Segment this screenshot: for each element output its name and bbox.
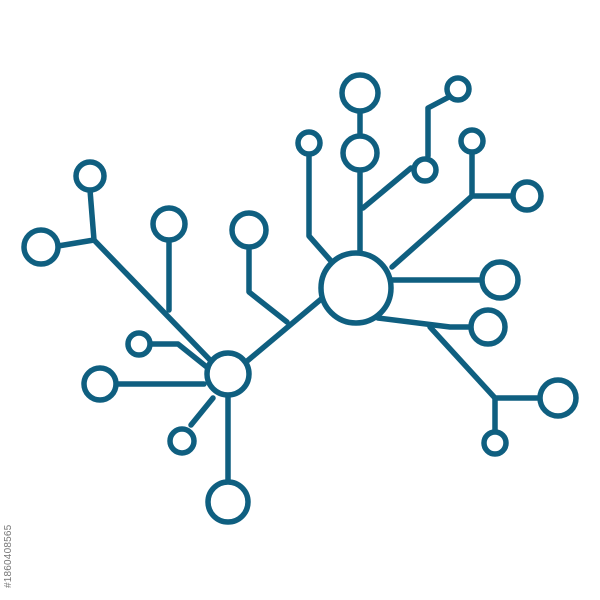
node-circle [479, 259, 521, 301]
node-circle [340, 133, 380, 173]
node-circle [468, 307, 508, 347]
connector-line [425, 94, 452, 159]
node-circle [205, 479, 251, 525]
node-circle [481, 429, 509, 457]
hub-medium [204, 350, 252, 398]
node-circle [21, 227, 61, 267]
node-circle [229, 210, 269, 250]
node-circle [444, 75, 472, 103]
node-circle [125, 330, 153, 358]
connector-line [389, 193, 475, 270]
node-circle [339, 72, 381, 114]
connector-line [469, 151, 516, 199]
connector-line [375, 315, 473, 330]
connector-line [306, 151, 334, 264]
connector-line [188, 395, 216, 428]
node-circle [150, 205, 188, 243]
node-circle [458, 127, 486, 155]
stock-id-label: #1860408565 [3, 524, 14, 588]
trunk-line [243, 292, 329, 365]
node-circle [295, 129, 323, 157]
connector-line [246, 244, 290, 325]
connector-line [91, 237, 215, 365]
node-circle [537, 377, 579, 419]
connector-line [55, 237, 97, 249]
node-circle [73, 159, 107, 193]
node-circle [167, 426, 197, 456]
connector-line [149, 341, 211, 371]
hub-large [318, 250, 394, 326]
node-circle [510, 179, 544, 213]
node-circle [81, 365, 119, 403]
connector-line [360, 165, 414, 211]
node-circle [411, 156, 439, 184]
connector-lines [55, 94, 543, 486]
connector-line [87, 187, 97, 243]
nodes [21, 72, 579, 525]
